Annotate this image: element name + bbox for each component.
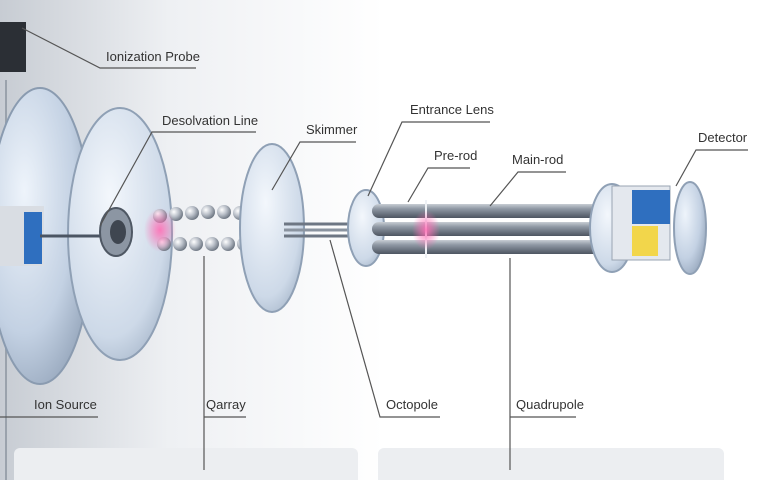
label-pre-rod: Pre-rod [434, 148, 478, 163]
label-quadrupole: Quadrupole [516, 397, 584, 412]
label-detector: Detector [698, 130, 748, 145]
bottom-panel-right [378, 448, 724, 480]
label-skimmer: Skimmer [306, 122, 358, 137]
skimmer-disc [239, 143, 305, 313]
quadrupole-rods [372, 200, 612, 258]
leader-lines [0, 27, 748, 470]
ion-source-blue-block [24, 212, 42, 264]
label-entrance-lens: Entrance Lens [410, 102, 494, 117]
bottom-panel-left [14, 448, 358, 480]
label-ionization-probe: Ionization Probe [106, 49, 200, 64]
octopole-rods [284, 222, 354, 238]
label-ion-source: Ion Source [34, 397, 97, 412]
label-desolvation-line: Desolvation Line [162, 113, 259, 128]
qarray-glow [144, 208, 176, 252]
label-main-rod: Main-rod [512, 152, 564, 167]
quadrupole-glow [412, 210, 440, 250]
label-qarray: Qarray [206, 397, 246, 412]
ionization-probe-body [0, 22, 26, 72]
label-octopole: Octopole [386, 397, 439, 412]
desolvation-nozzle-inner [110, 220, 126, 244]
detector-assembly [589, 181, 707, 275]
